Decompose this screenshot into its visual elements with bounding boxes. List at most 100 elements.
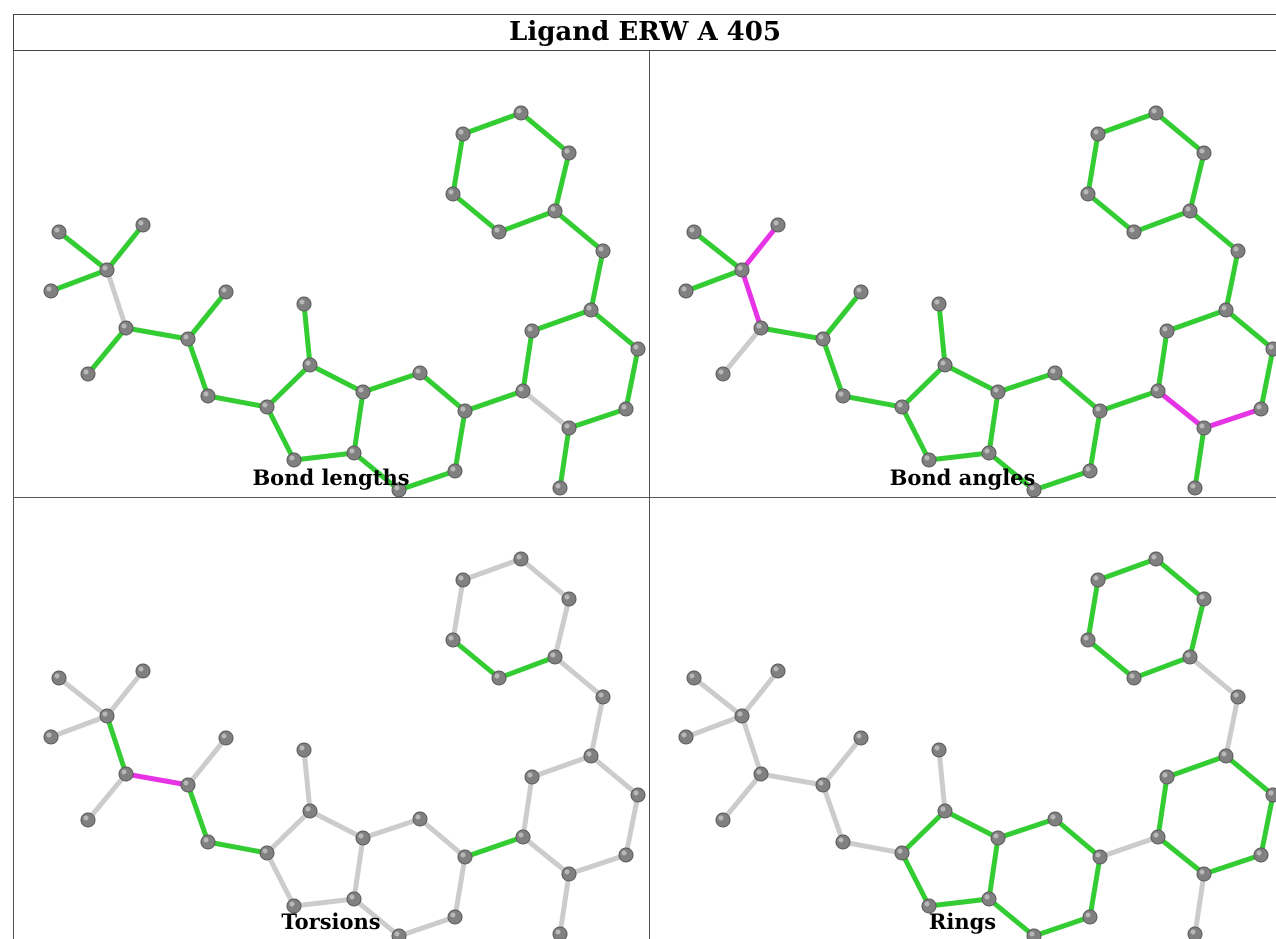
molecule-diagram-bond-angles [678, 105, 1276, 497]
atom-highlight [349, 448, 355, 454]
atom-highlight [1129, 673, 1135, 679]
atom-highlight [83, 369, 89, 375]
bond [351, 389, 366, 456]
atom [1047, 365, 1063, 381]
bond [1097, 388, 1161, 414]
atom [1196, 145, 1212, 161]
page-title: Ligand ERW A 405 [13, 14, 1276, 51]
bond [450, 577, 466, 643]
atom [583, 748, 599, 764]
atom-highlight [818, 334, 824, 340]
atom [99, 262, 115, 278]
bond [185, 782, 211, 845]
atom-highlight [1151, 108, 1157, 114]
bond [899, 850, 932, 909]
bond [123, 325, 191, 342]
bond [986, 450, 1037, 493]
atom [515, 383, 531, 399]
atom-highlight [203, 391, 209, 397]
atom [180, 331, 196, 347]
atom [835, 388, 851, 404]
atom [1090, 126, 1106, 142]
atom [412, 365, 428, 381]
atom [770, 217, 786, 233]
atom-highlight [1129, 227, 1135, 233]
atom [1080, 632, 1096, 648]
atom-highlight [262, 848, 268, 854]
atom-highlight [1162, 772, 1168, 778]
bond [1153, 556, 1207, 602]
atom [678, 283, 694, 299]
atom [302, 803, 318, 819]
atom-highlight [1050, 814, 1056, 820]
atom [1218, 302, 1234, 318]
atom [1159, 323, 1175, 339]
bond [48, 267, 110, 294]
bond [264, 404, 297, 463]
atom-highlight [689, 227, 695, 233]
bond [758, 771, 826, 788]
bond [104, 668, 146, 719]
atom-highlight [681, 732, 687, 738]
bond [1223, 753, 1276, 798]
bond [557, 871, 572, 937]
bond [529, 753, 594, 780]
bond [1087, 408, 1103, 474]
bond [995, 816, 1058, 841]
atom [1196, 591, 1212, 607]
bond [936, 301, 948, 368]
bond [1052, 816, 1103, 860]
atom [815, 777, 831, 793]
atom-highlight [621, 850, 627, 856]
bond [899, 808, 948, 856]
atom-highlight [924, 901, 930, 907]
bond [56, 229, 110, 273]
atom-highlight [940, 360, 946, 366]
atom [894, 845, 910, 861]
bond [739, 267, 764, 331]
atom-highlight [1093, 129, 1099, 135]
atom [894, 399, 910, 415]
atom [346, 445, 362, 461]
atom-highlight [183, 780, 189, 786]
bond [460, 110, 524, 137]
atom-highlight [305, 360, 311, 366]
bond [104, 267, 129, 331]
atom [513, 551, 529, 567]
atom [1092, 849, 1108, 865]
bond [1085, 131, 1101, 197]
bond [1201, 852, 1264, 877]
bond [1223, 307, 1276, 352]
atom-highlight [1050, 368, 1056, 374]
bond [360, 816, 423, 841]
bond [123, 771, 191, 788]
bond [936, 747, 948, 814]
molecule-diagram-bond-lengths [43, 105, 646, 497]
bond [1258, 346, 1276, 412]
bond [552, 208, 606, 254]
bond [396, 914, 458, 939]
bond [1087, 854, 1103, 920]
atom-highlight [305, 806, 311, 812]
bond [518, 556, 572, 602]
atom [1047, 811, 1063, 827]
atom [524, 323, 540, 339]
atom-highlight [1199, 423, 1205, 429]
atom [296, 296, 312, 312]
atom-highlight [633, 790, 639, 796]
bond [1192, 871, 1207, 937]
atom-highlight [527, 772, 533, 778]
atom [630, 341, 646, 357]
atom-highlight [516, 554, 522, 560]
bond [566, 852, 629, 877]
atom-highlight [1199, 594, 1205, 600]
atom-highlight [394, 485, 400, 491]
atom [1218, 748, 1234, 764]
bond [518, 110, 572, 156]
atom-highlight [415, 814, 421, 820]
atom-highlight [1190, 929, 1196, 935]
atom-highlight [1095, 406, 1101, 412]
bond [450, 637, 502, 681]
atom-highlight [460, 852, 466, 858]
atom [734, 708, 750, 724]
